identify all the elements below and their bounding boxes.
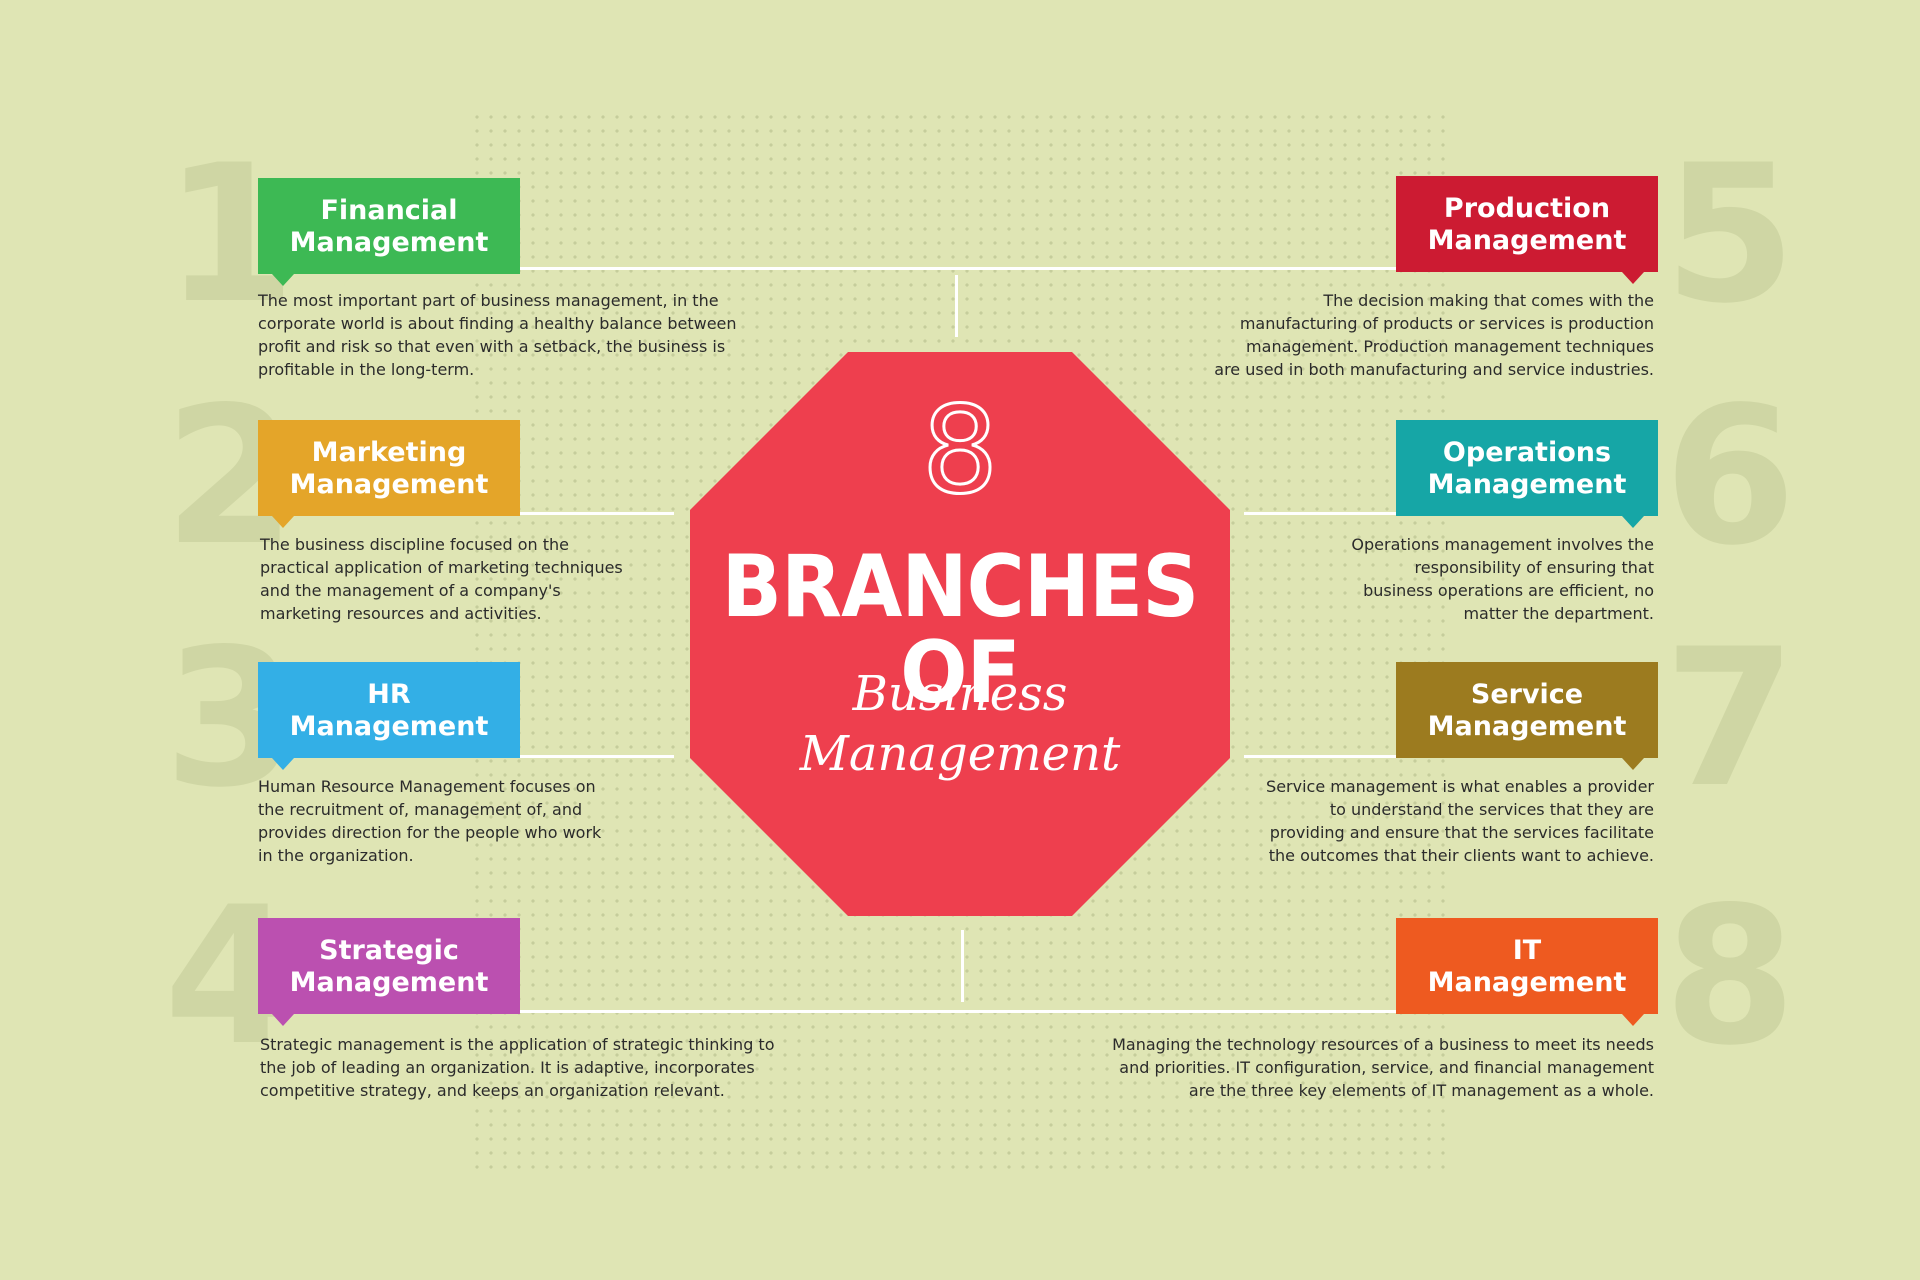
description-line: Operations management involves the bbox=[1351, 535, 1654, 554]
hr-management-description: Human Resource Management focuses on the… bbox=[258, 775, 601, 867]
label-line-2: Management bbox=[289, 227, 489, 258]
description-line: providing and ensure that the services f… bbox=[1269, 823, 1654, 842]
connector-line-top bbox=[518, 267, 1398, 270]
title-number: 8 bbox=[920, 382, 999, 521]
branch-number-7: 7 bbox=[1663, 608, 1797, 829]
description-line: Strategic management is the application … bbox=[260, 1035, 775, 1054]
label-line-2: Management bbox=[1427, 469, 1627, 500]
label-line-2: Management bbox=[289, 469, 489, 500]
connector-line-left-2 bbox=[518, 512, 674, 515]
label-line-1: HR bbox=[367, 679, 411, 710]
connector-line-left-3 bbox=[518, 755, 674, 758]
service-management-label: Service Management bbox=[1396, 662, 1658, 770]
connector-line-top-vertical bbox=[955, 275, 958, 337]
branch-number-5: 5 bbox=[1663, 124, 1797, 345]
description-line: Human Resource Management focuses on bbox=[258, 777, 596, 796]
description-line: the job of leading an organization. It i… bbox=[260, 1058, 755, 1077]
label-line-2: Management bbox=[1427, 711, 1627, 742]
description-line: responsibility of ensuring that bbox=[1414, 558, 1654, 577]
description-line: management. Production management techni… bbox=[1246, 337, 1654, 356]
description-line: to understand the services that they are bbox=[1329, 800, 1654, 819]
description-line: the outcomes that their clients want to … bbox=[1268, 846, 1654, 865]
description-line: practical application of marketing techn… bbox=[260, 558, 623, 577]
label-line-2: Management bbox=[1427, 225, 1627, 256]
label-line-2: Management bbox=[1427, 967, 1627, 998]
marketing-management-description: The business discipline focused on the p… bbox=[260, 533, 623, 625]
label-line-1: IT bbox=[1512, 935, 1542, 966]
branch-number-6: 6 bbox=[1663, 366, 1797, 587]
connector-line-right-6 bbox=[1244, 512, 1398, 515]
connector-line-bottom-vertical bbox=[961, 930, 964, 1002]
description-line: The most important part of business mana… bbox=[258, 291, 719, 310]
description-line: provides direction for the people who wo… bbox=[258, 823, 602, 842]
title-main: BRANCHES OF bbox=[721, 537, 1200, 723]
description-line: and the management of a company's bbox=[260, 581, 561, 600]
title-sub-line-2: Management bbox=[799, 726, 1121, 782]
label-line-2: Management bbox=[289, 711, 489, 742]
operations-management-description: Operations management involves the respo… bbox=[1351, 533, 1654, 625]
central-octagon: 8 BRANCHES OF Business Management bbox=[690, 352, 1230, 916]
operations-management-label: Operations Management bbox=[1396, 420, 1658, 528]
octagon-polygon bbox=[690, 352, 1230, 916]
description-line: marketing resources and activities. bbox=[260, 604, 542, 623]
description-line: are used in both manufacturing and servi… bbox=[1214, 360, 1654, 379]
service-management-description: Service management is what enables a pro… bbox=[1266, 775, 1654, 867]
label-line-1: Operations bbox=[1442, 437, 1612, 468]
connector-line-right-7 bbox=[1244, 755, 1398, 758]
octagon-shape bbox=[690, 352, 1230, 916]
description-line: profit and risk so that even with a setb… bbox=[258, 337, 726, 356]
description-line: business operations are efficient, no bbox=[1363, 581, 1654, 600]
description-line: Managing the technology resources of a b… bbox=[1112, 1035, 1654, 1054]
description-line: The business discipline focused on the bbox=[260, 535, 570, 554]
it-management-description: Managing the technology resources of a b… bbox=[1112, 1033, 1654, 1102]
description-line: in the organization. bbox=[258, 846, 414, 865]
description-line: The decision making that comes with the bbox=[1323, 291, 1654, 310]
strategic-management-label: Strategic Management bbox=[258, 918, 520, 1026]
label-line-1: Marketing bbox=[311, 437, 467, 468]
marketing-management-label: Marketing Management bbox=[258, 420, 520, 528]
label-line-1: Production bbox=[1443, 193, 1611, 224]
label-line-1: Strategic bbox=[319, 935, 459, 966]
description-line: Service management is what enables a pro… bbox=[1266, 777, 1654, 796]
financial-management-description: The most important part of business mana… bbox=[258, 289, 737, 381]
it-management-label: IT Management bbox=[1396, 918, 1658, 1026]
description-line: are the three key elements of IT managem… bbox=[1188, 1081, 1654, 1100]
hr-management-label: HR Management bbox=[258, 662, 520, 770]
description-line: matter the department. bbox=[1463, 604, 1654, 623]
description-line: profitable in the long-term. bbox=[258, 360, 475, 379]
production-management-description: The decision making that comes with the … bbox=[1214, 289, 1654, 381]
description-line: the recruitment of, management of, and bbox=[258, 800, 583, 819]
label-line-1: Financial bbox=[320, 195, 458, 226]
description-line: manufacturing of products or services is… bbox=[1239, 314, 1654, 333]
connector-line-bottom bbox=[518, 1010, 1398, 1013]
description-line: and priorities. IT configuration, servic… bbox=[1119, 1058, 1654, 1077]
description-line: corporate world is about finding a healt… bbox=[258, 314, 737, 333]
financial-management-label: Financial Management bbox=[258, 178, 520, 286]
description-line: competitive strategy, and keeps an organ… bbox=[260, 1081, 725, 1100]
production-management-label: Production Management bbox=[1396, 176, 1658, 284]
branch-number-8: 8 bbox=[1663, 866, 1797, 1087]
strategic-management-description: Strategic management is the application … bbox=[260, 1033, 775, 1102]
label-line-2: Management bbox=[289, 967, 489, 998]
title-sub-line-1: Business bbox=[852, 666, 1068, 722]
label-line-1: Service bbox=[1470, 679, 1584, 710]
